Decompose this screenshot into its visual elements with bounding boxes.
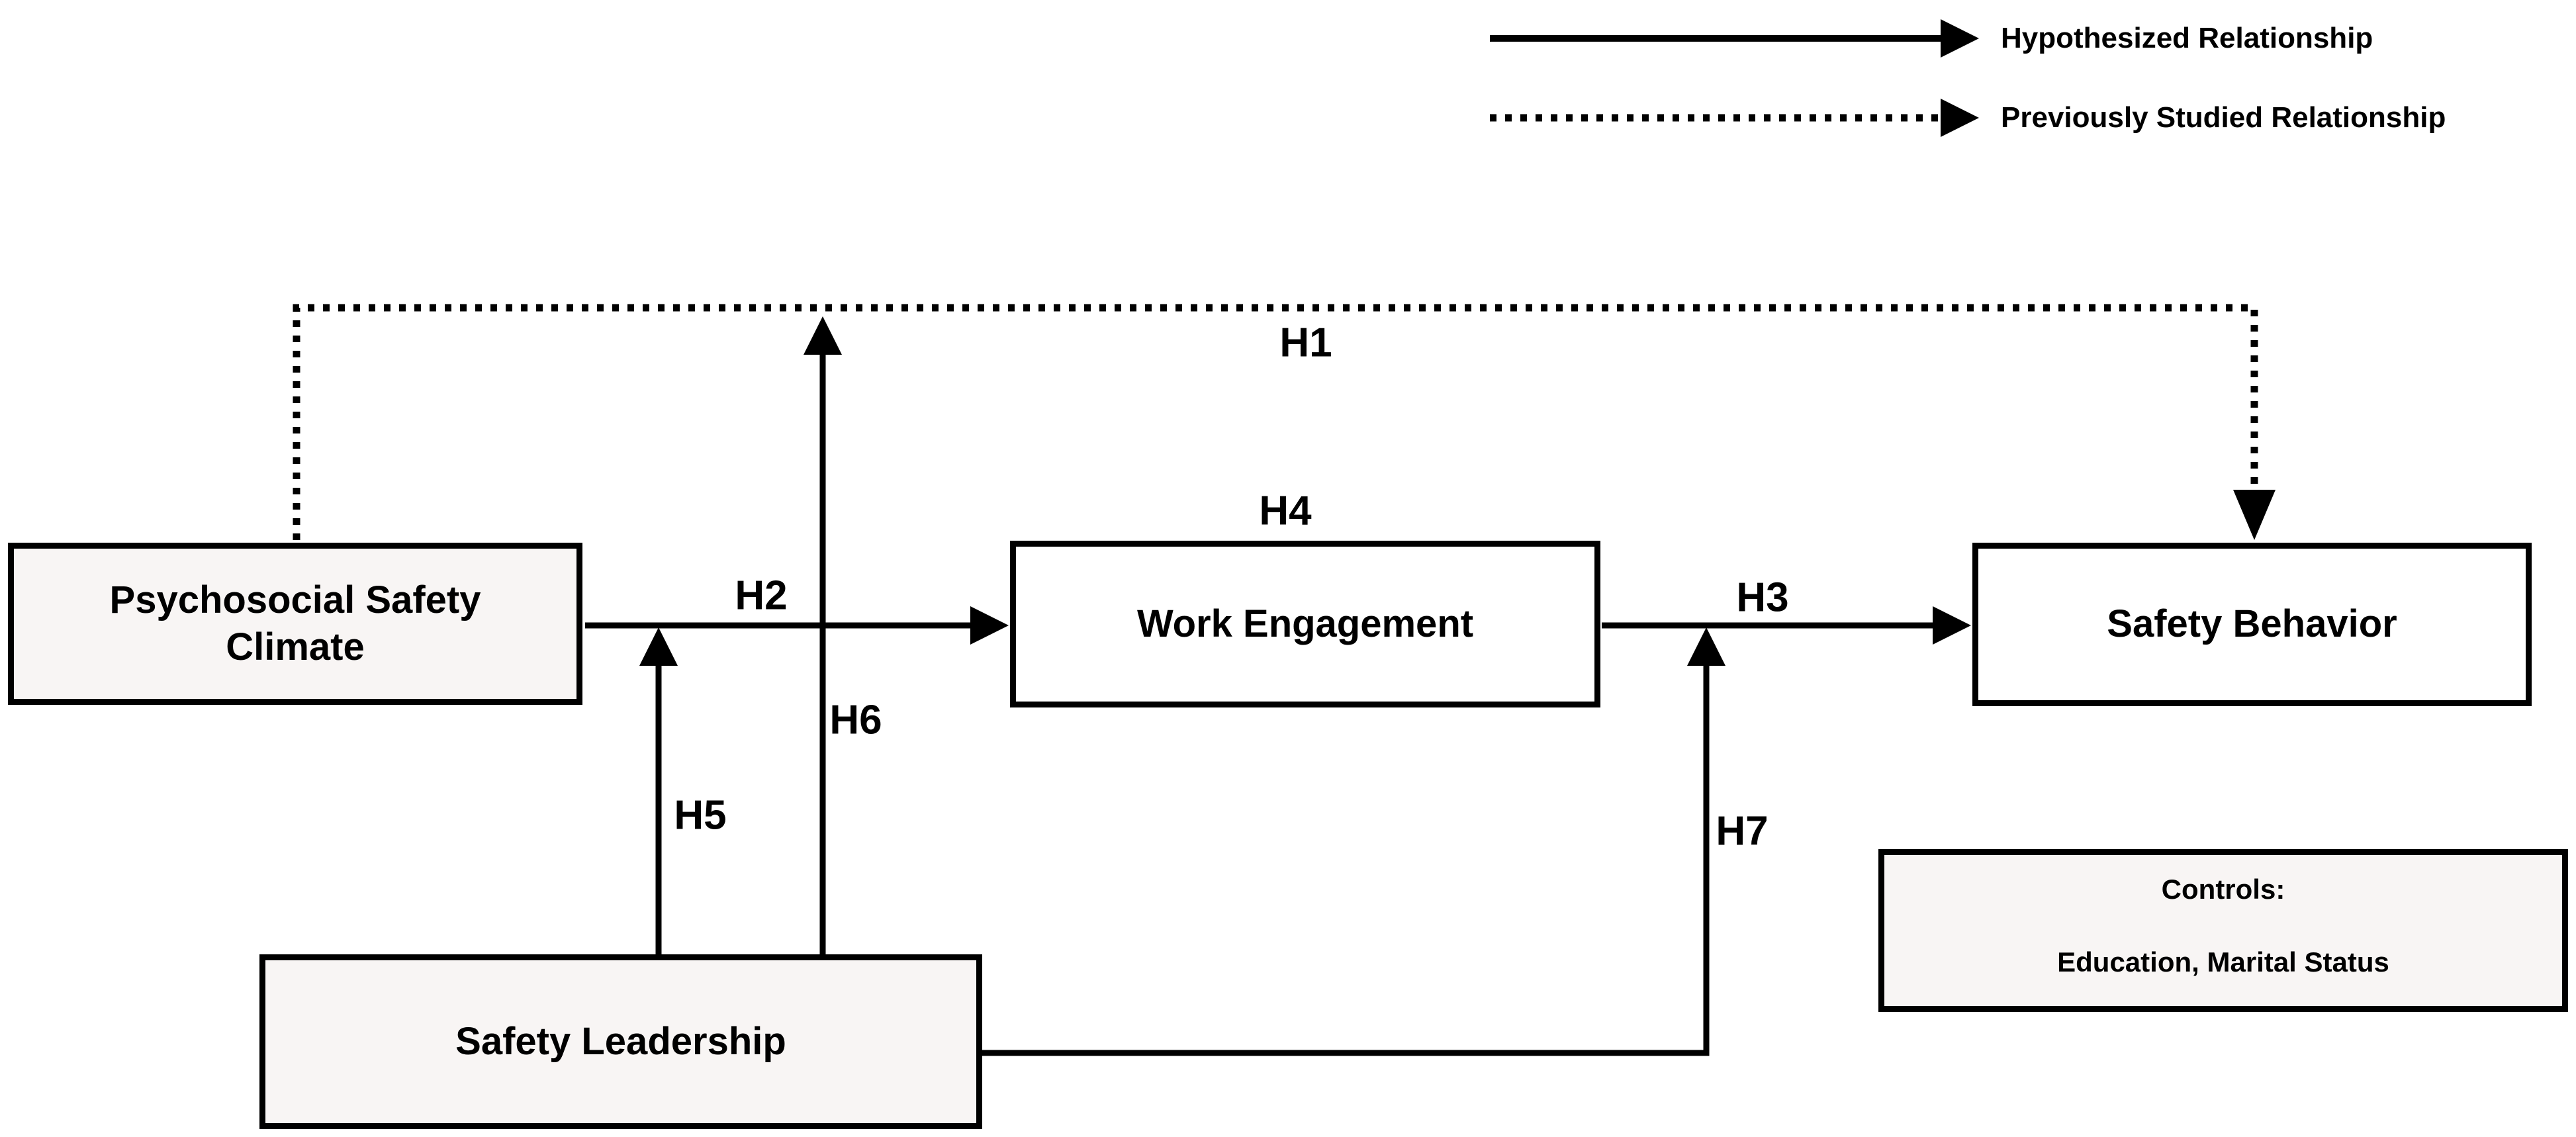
hypothesis-label-h5: H5 (674, 792, 727, 839)
h7-arrowhead-icon (1687, 627, 1725, 666)
hypothesis-label-h2: H2 (735, 572, 788, 619)
h7-arrow-path (982, 663, 1710, 1056)
node-safety-behavior: Safety Behavior (1972, 543, 2532, 706)
hypothesis-label-h7: H7 (1716, 808, 1769, 854)
node-label-line: Climate (226, 625, 365, 668)
legend-dotted-arrowhead-icon (1941, 99, 1979, 137)
node-label: Work Engagement (1136, 602, 1474, 645)
hypothesis-label-h4: H4 (1259, 488, 1312, 534)
legend-label-hypothesized: Hypothesized Relationship (2001, 22, 2373, 54)
h5-arrowhead-icon (639, 627, 678, 666)
node-label-line: Psychosocial Safety (109, 578, 481, 621)
node-label: Safety Behavior (2107, 602, 2397, 646)
h3-arrowhead-icon (1933, 606, 1971, 645)
node-label: Safety Leadership (455, 1019, 786, 1063)
hypothesis-label-h3: H3 (1736, 574, 1789, 621)
h1-arrowhead-icon (2233, 490, 2276, 540)
h6-arrowhead-icon (804, 316, 842, 355)
node-psychosocial-safety-climate: Psychosocial Safety Climate (8, 543, 582, 705)
legend-label-previously-studied: Previously Studied Relationship (2001, 101, 2446, 134)
legend-solid-arrowhead-icon (1941, 19, 1979, 58)
controls-box: Controls: Education, Marital Status (1878, 849, 2568, 1012)
node-work-engagement: Work Engagement (1010, 541, 1600, 707)
hypothesis-label-h6: H6 (829, 697, 882, 743)
controls-title: Controls: (2161, 874, 2285, 905)
controls-items: Education, Marital Status (2057, 946, 2389, 978)
node-safety-leadership: Safety Leadership (259, 954, 982, 1129)
h2-arrowhead-icon (970, 606, 1009, 645)
hypothesis-label-h1: H1 (1279, 320, 1332, 366)
